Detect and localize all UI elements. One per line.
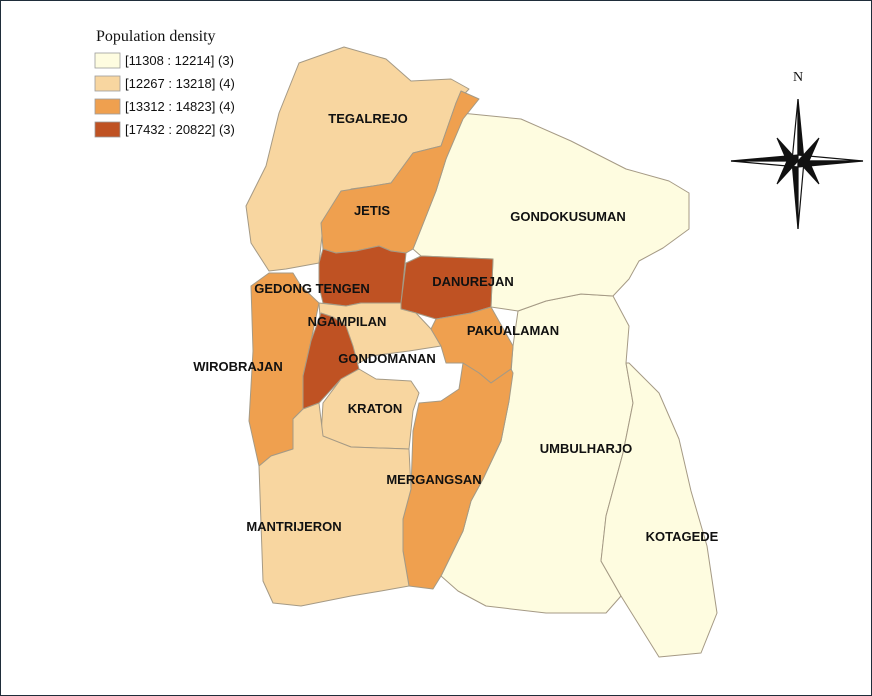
label-kotagede: KOTAGEDE [646,529,719,544]
label-gondomanan: GONDOMANAN [338,351,436,366]
label-kraton: KRATON [348,401,402,416]
legend-swatch-4 [94,121,121,138]
district-kotagede[interactable] [600,362,718,658]
legend-title: Population density [96,28,216,45]
legend-item-2: [12267 : 13218] (4) [94,75,235,92]
label-umbulharjo: UMBULHARJO [540,441,632,456]
district-layer [245,46,718,658]
label-danurejan: DANUREJAN [432,274,514,289]
label-jetis: JETIS [354,203,390,218]
legend-label-2: [12267 : 13218] (4) [125,76,235,91]
north-letter: N [793,70,803,85]
legend-item-4: [17432 : 20822] (3) [94,121,235,138]
legend: Population density [11308 : 12214] (3) [… [94,28,235,138]
label-gedong-tengen: GEDONG TENGEN [254,281,370,296]
north-arrow: N [730,70,864,230]
legend-swatch-1 [94,52,121,69]
legend-label-3: [13312 : 14823] (4) [125,99,235,114]
label-mantrijeron: MANTRIJERON [246,519,341,534]
legend-label-4: [17432 : 20822] (3) [125,122,235,137]
legend-item-3: [13312 : 14823] (4) [94,98,235,115]
district-gedong-tengen[interactable] [318,245,407,307]
label-gondokusuman: GONDOKUSUMAN [510,209,626,224]
legend-label-1: [11308 : 12214] (3) [125,53,234,68]
label-tegalrejo: TEGALREJO [328,111,407,126]
legend-item-1: [11308 : 12214] (3) [94,52,234,69]
legend-swatch-2 [94,75,121,92]
district-mantrijeron[interactable] [258,402,412,607]
label-pakualaman: PAKUALAMAN [467,323,559,338]
label-ngampilan: NGAMPILAN [308,314,387,329]
label-mergangsan: MERGANGSAN [386,472,481,487]
compass-rose-icon [730,98,864,230]
district-mergangsan[interactable] [402,362,514,590]
district-labels: TEGALREJO JETIS GONDOKUSUMAN GEDONG TENG… [193,111,718,544]
label-wirobrajan: WIROBRAJAN [193,359,283,374]
legend-swatch-3 [94,98,121,115]
